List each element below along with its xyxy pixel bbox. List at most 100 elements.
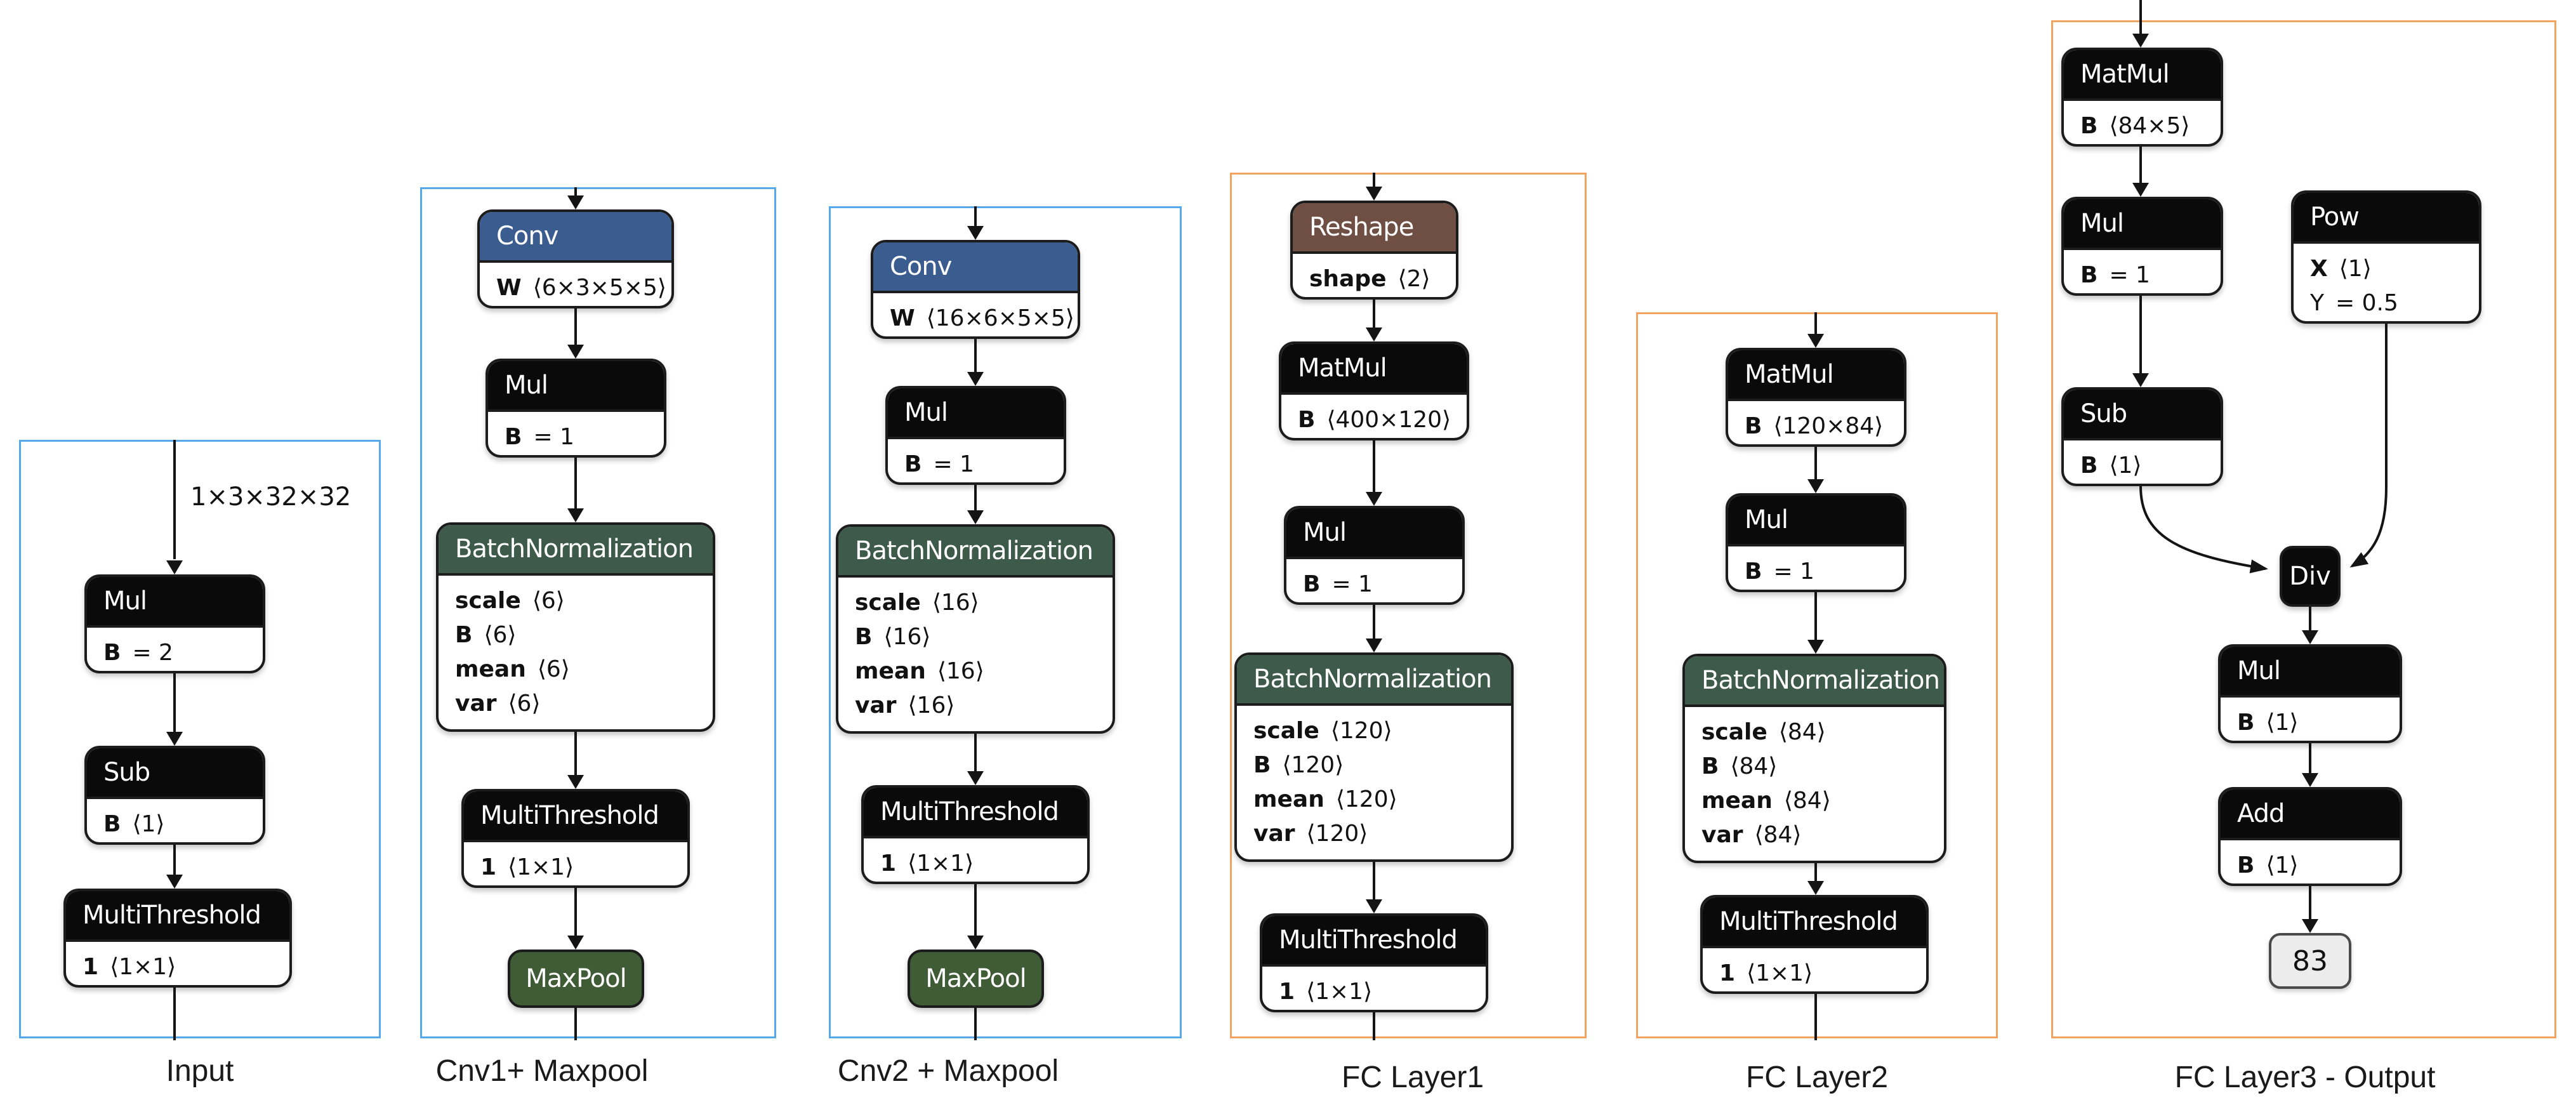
column-label-cnv1: Cnv1+ Maxpool — [435, 1054, 649, 1088]
arrow-line — [574, 732, 577, 775]
arrow-line — [1814, 312, 1817, 334]
arrow-line — [173, 845, 176, 875]
arrow-line — [2309, 743, 2311, 773]
node-title: Add — [2221, 790, 2400, 840]
param-row: B⟨84×5⟩ — [2080, 113, 2190, 139]
arrow-head — [2302, 630, 2318, 644]
arrow-head — [1366, 187, 1382, 201]
param-row: mean⟨120⟩ — [1253, 786, 1397, 812]
arrow-line — [974, 206, 977, 226]
param-row: mean⟨6⟩ — [455, 656, 570, 682]
arrow-line — [1373, 300, 1375, 328]
node-batchnormalization: BatchNormalization scale⟨16⟩ B⟨16⟩ mean⟨… — [836, 524, 1115, 734]
arrow-line — [974, 734, 977, 771]
arrow-head — [166, 732, 183, 746]
arrow-head — [967, 372, 984, 386]
param-row: B= 1 — [2080, 262, 2150, 288]
arrow-head — [2132, 183, 2149, 197]
arrow-line — [173, 673, 176, 732]
param-row: 1⟨1×1⟩ — [1719, 960, 1813, 986]
node-title: BatchNormalization — [1237, 655, 1511, 706]
node-title: MatMul — [1281, 344, 1467, 395]
param-row: B= 2 — [103, 640, 173, 666]
param-row: 1⟨1×1⟩ — [880, 850, 974, 877]
arrow-line — [974, 1008, 977, 1040]
node-title: MultiThreshold — [1262, 916, 1486, 967]
node-title: MultiThreshold — [66, 891, 289, 942]
param-row: mean⟨16⟩ — [855, 658, 984, 684]
arrow-line — [574, 1008, 577, 1040]
arrow-head — [166, 875, 183, 889]
node-batchnormalization: BatchNormalization scale⟨120⟩ B⟨120⟩ mea… — [1234, 652, 1514, 862]
node-title: MatMul — [2064, 50, 2221, 101]
param-row: var⟨6⟩ — [455, 691, 541, 717]
param-row: B⟨400×120⟩ — [1298, 407, 1451, 433]
node-title: Pow — [2294, 193, 2479, 244]
arrow-line — [1373, 862, 1375, 899]
arrow-line — [1814, 447, 1817, 479]
arrow-line — [173, 988, 176, 1040]
column-label-cnv2: Cnv2 + Maxpool — [837, 1054, 1059, 1088]
arrow-head — [2132, 373, 2149, 387]
node-conv: Conv W⟨16×6×5×5⟩ — [871, 240, 1080, 339]
column-box-input — [19, 440, 381, 1038]
arrow-line — [2139, 147, 2142, 183]
param-row: scale⟨84⟩ — [1701, 719, 1826, 745]
node-mul: Mul B= 1 — [1284, 506, 1465, 605]
param-row: B⟨120⟩ — [1253, 752, 1344, 778]
node-reshape: Reshape shape⟨2⟩ — [1290, 201, 1458, 300]
node-mul: Mul B= 1 — [2061, 197, 2223, 296]
curved-edges — [2139, 324, 2388, 574]
param-row: X⟨1⟩ — [2310, 256, 2372, 282]
node-title: Conv — [480, 212, 671, 263]
param-row: W⟨16×6×5×5⟩ — [890, 305, 1074, 331]
node-title: MultiThreshold — [464, 791, 687, 842]
node-title: Sub — [2064, 390, 2221, 440]
arrow-line — [974, 485, 977, 510]
column-label-fc2: FC Layer2 — [1745, 1061, 1889, 1094]
node-batchnormalization: BatchNormalization scale⟨6⟩ B⟨6⟩ mean⟨6⟩… — [436, 522, 715, 732]
node-title: Mul — [888, 388, 1064, 439]
node-title: Mul — [488, 361, 664, 412]
arrow-head — [1807, 640, 1824, 654]
node-mul: Mul B⟨1⟩ — [2218, 644, 2402, 743]
param-row: B⟨6⟩ — [455, 622, 517, 648]
node-mul: Mul B= 1 — [885, 386, 1066, 485]
node-title: Sub — [87, 748, 263, 799]
column-box-fc3 — [2051, 20, 2556, 1038]
param-row: B⟨16⟩ — [855, 624, 931, 650]
arrow-head — [1366, 899, 1382, 913]
param-row: 1⟨1×1⟩ — [83, 954, 176, 980]
param-row: B= 1 — [505, 424, 574, 450]
node-multithreshold: MultiThreshold 1⟨1×1⟩ — [861, 785, 1090, 884]
node-matmul: MatMul B⟨120×84⟩ — [1726, 348, 1906, 447]
node-title: Mul — [2064, 199, 2221, 250]
edge-pow-to-div — [2349, 324, 2388, 568]
node-maxpool: MaxPool — [508, 950, 644, 1008]
output-value-node: 83 — [2269, 933, 2351, 989]
arrow-line — [1814, 994, 1817, 1040]
node-title: Mul — [87, 577, 263, 628]
arrow-head — [166, 560, 183, 574]
node-sub: Sub B⟨1⟩ — [2061, 387, 2223, 486]
arrow-line — [574, 187, 577, 196]
arrow-line — [1373, 173, 1375, 187]
node-multithreshold: MultiThreshold 1⟨1×1⟩ — [1700, 895, 1929, 994]
node-title: Reshape — [1293, 203, 1456, 254]
node-mul: Mul B= 2 — [84, 574, 265, 673]
arrow-head — [1366, 328, 1382, 341]
arrow-line — [1814, 592, 1817, 640]
arrow-line — [1814, 863, 1817, 881]
arrow-head — [967, 226, 984, 240]
arrow-line — [1373, 1012, 1375, 1040]
arrow-line — [974, 884, 977, 936]
arrow-head — [1807, 479, 1824, 493]
arrow-head — [567, 508, 584, 522]
arrow-head — [2302, 919, 2318, 933]
node-title: BatchNormalization — [838, 527, 1113, 578]
arrow-head — [567, 345, 584, 359]
param-row: B⟨84⟩ — [1701, 753, 1778, 779]
arrow-head — [567, 195, 584, 209]
param-row: scale⟨120⟩ — [1253, 718, 1392, 744]
